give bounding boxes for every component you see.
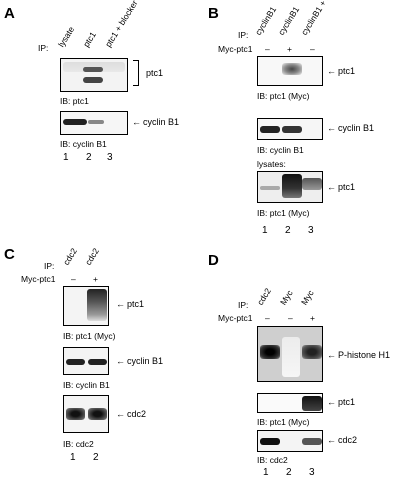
target-label: P-histone H1 bbox=[338, 350, 391, 360]
myc-label: Myc-ptc1 bbox=[218, 313, 253, 323]
panel-letter: A bbox=[4, 5, 15, 22]
blot-ptc1 bbox=[60, 58, 128, 92]
target-label: ptc1 bbox=[338, 397, 356, 407]
myc-sign: – bbox=[310, 44, 315, 54]
blot-cyclin-b1 bbox=[63, 347, 109, 375]
myc-sign: – bbox=[265, 44, 270, 54]
lane-number: 2 bbox=[285, 225, 291, 236]
ip-label: IP: bbox=[44, 261, 55, 271]
myc-sign: + bbox=[93, 274, 98, 284]
arrow-icon: ← bbox=[132, 117, 141, 127]
ib-label: IB: cdc2 bbox=[63, 439, 94, 449]
lane-label: ptc1 + blocker bbox=[102, 0, 140, 49]
myc-label: Myc-ptc1 bbox=[218, 44, 253, 54]
ib-label: IB: ptc1 (Myc) bbox=[257, 208, 310, 218]
lane-number: 2 bbox=[86, 152, 92, 163]
lane-label: lysate bbox=[55, 24, 77, 49]
lane-label: cdc2 bbox=[60, 246, 79, 267]
blot-lysates-ptc1 bbox=[257, 171, 323, 203]
lane-number: 3 bbox=[107, 152, 113, 163]
blot-cdc2 bbox=[63, 395, 109, 433]
arrow-icon: ← bbox=[327, 435, 336, 445]
target-label: cyclin B1 bbox=[143, 117, 180, 127]
blot-cyclin-b1 bbox=[257, 118, 323, 140]
lane-number: 1 bbox=[262, 225, 268, 236]
ib-label: IB: ptc1 (Myc) bbox=[63, 331, 116, 341]
ip-label: IP: bbox=[238, 300, 249, 310]
target-label: cdc2 bbox=[127, 409, 147, 419]
target-label: cyclin B1 bbox=[338, 123, 375, 133]
lane-number: 2 bbox=[286, 467, 292, 478]
lane-label: Myc bbox=[298, 288, 316, 307]
lane-label: cdc2 bbox=[254, 286, 273, 307]
target-label: ptc1 bbox=[146, 68, 164, 78]
panel-letter: C bbox=[4, 246, 15, 263]
lane-label: Myc bbox=[277, 288, 295, 307]
blot-cdc2 bbox=[257, 430, 323, 452]
lane-number: 1 bbox=[70, 452, 76, 463]
panel-letter: D bbox=[208, 252, 219, 269]
ib-label: IB: cyclin B1 bbox=[60, 139, 107, 149]
ip-label: IP: bbox=[38, 43, 49, 53]
myc-sign: + bbox=[310, 313, 315, 323]
blot-p-histone-h1 bbox=[257, 326, 323, 382]
target-label: ptc1 bbox=[338, 182, 356, 192]
arrow-icon: ← bbox=[116, 409, 125, 419]
lane-number: 2 bbox=[93, 452, 99, 463]
panel-letter: B bbox=[208, 5, 219, 22]
arrow-icon: ← bbox=[327, 397, 336, 407]
lysates-label: lysates: bbox=[257, 159, 286, 169]
ib-label: IB: cyclin B1 bbox=[257, 145, 304, 155]
lane-number: 3 bbox=[308, 225, 314, 236]
lane-label: cdc2 bbox=[82, 246, 101, 267]
ip-label: IP: bbox=[238, 30, 249, 40]
arrow-icon: ← bbox=[327, 350, 336, 360]
myc-sign: + bbox=[287, 44, 292, 54]
arrow-icon: ← bbox=[116, 299, 125, 309]
ib-label: IB: cyclin B1 bbox=[63, 380, 110, 390]
lane-number: 3 bbox=[309, 467, 315, 478]
lane-label: cyclinB1 + blocker bbox=[298, 0, 344, 37]
ib-label: IB: ptc1 (Myc) bbox=[257, 91, 310, 101]
myc-sign: – bbox=[71, 274, 76, 284]
myc-sign: – bbox=[288, 313, 293, 323]
myc-sign: – bbox=[265, 313, 270, 323]
lane-label: cyclinB1 bbox=[252, 4, 279, 37]
blot-ptc1-myc bbox=[63, 286, 109, 326]
ib-label: IB: ptc1 bbox=[60, 96, 89, 106]
arrow-icon: ← bbox=[327, 123, 336, 133]
ib-label: IB: ptc1 (Myc) bbox=[257, 417, 310, 427]
bracket bbox=[133, 60, 139, 86]
target-label: cyclin B1 bbox=[127, 356, 164, 366]
myc-label: Myc-ptc1 bbox=[21, 274, 56, 284]
lane-label: cyclinB1 bbox=[275, 4, 302, 37]
arrow-icon: ← bbox=[327, 66, 336, 76]
target-label: cdc2 bbox=[338, 435, 358, 445]
lane-number: 1 bbox=[63, 152, 69, 163]
arrow-icon: ← bbox=[327, 182, 336, 192]
target-label: ptc1 bbox=[338, 66, 356, 76]
ib-label: IB: cdc2 bbox=[257, 455, 288, 465]
target-label: ptc1 bbox=[127, 299, 145, 309]
blot-ptc1-myc bbox=[257, 393, 323, 413]
blot-cyclin-b1 bbox=[60, 111, 128, 135]
arrow-icon: ← bbox=[116, 356, 125, 366]
lane-label: ptc1 bbox=[80, 29, 98, 49]
lane-number: 1 bbox=[263, 467, 269, 478]
blot-ptc1-myc bbox=[257, 56, 323, 86]
